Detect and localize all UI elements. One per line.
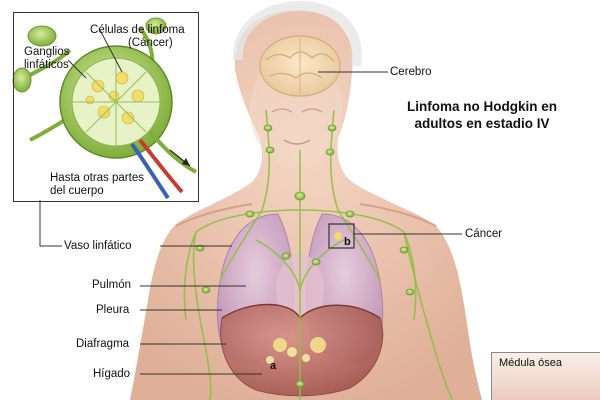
marker-b: b	[344, 236, 351, 248]
bone-marrow-label: Médula ósea	[499, 357, 562, 369]
lymph-nodes	[195, 124, 415, 388]
spread-label: Hasta otras partes del cuerpo	[50, 172, 144, 197]
marker-a: a	[270, 360, 277, 372]
lymph-vessels	[183, 109, 453, 400]
lymph-nodes-label: Ganglios linfáticos	[24, 46, 70, 71]
diaphragm-label: Diafragma	[76, 338, 130, 350]
cancer-label: Cáncer	[465, 228, 503, 240]
liver-label: Hígado	[93, 368, 131, 380]
lymph-vessel-label: Vaso linfático	[64, 240, 132, 252]
lung-label: Pulmón	[92, 279, 131, 291]
inset-frame	[13, 12, 199, 202]
diagram-title: Linfoma no Hodgkin en adultos en estadio…	[407, 99, 557, 131]
pleura-label: Pleura	[96, 304, 130, 316]
bone-marrow-panel	[491, 352, 600, 400]
lymphoma-cells-label: Células de linfoma (Cáncer)	[90, 24, 185, 49]
inset-illustration	[12, 12, 199, 202]
brain	[259, 35, 341, 97]
cancer-region-box	[328, 223, 355, 249]
brain-label: Cerebro	[390, 66, 432, 78]
liver	[220, 303, 384, 397]
leader-lines	[39, 29, 462, 375]
